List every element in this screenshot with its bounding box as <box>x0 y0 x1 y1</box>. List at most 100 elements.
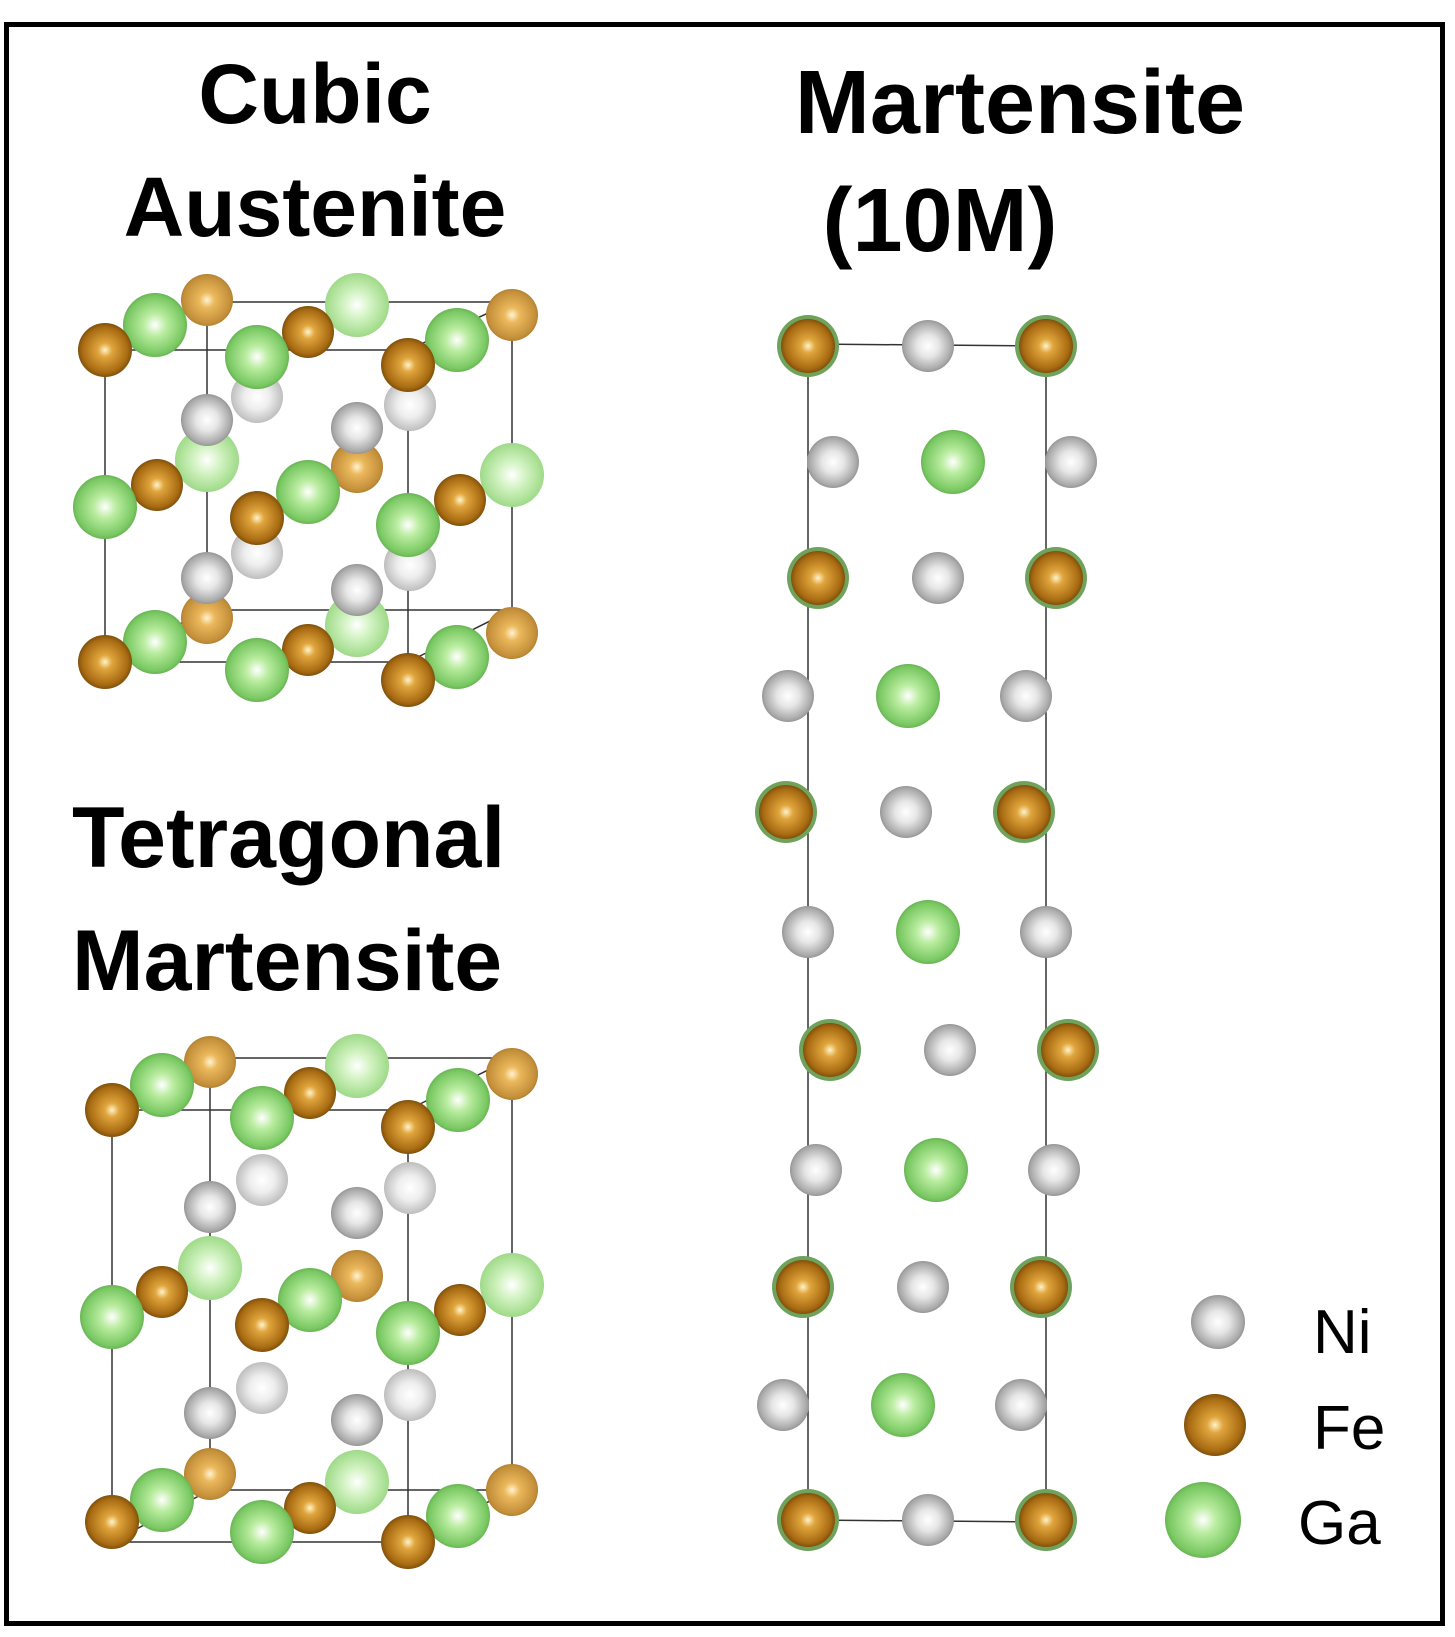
ni-atom <box>331 1394 383 1446</box>
ga-atom <box>425 308 489 372</box>
fe-atom <box>184 1036 236 1088</box>
ni-atom <box>807 436 859 488</box>
ga-atom <box>376 493 440 557</box>
ni-atom <box>331 1187 383 1239</box>
fe-atom <box>486 1464 538 1516</box>
fe-atom <box>85 1495 139 1549</box>
ga-atom <box>480 443 544 507</box>
fe-atom <box>759 785 813 839</box>
legend-markers <box>1165 1295 1246 1558</box>
fe-atom <box>331 1250 383 1302</box>
fe-atom <box>181 274 233 326</box>
ni-atom <box>1028 1144 1080 1196</box>
ni-atom <box>184 1181 236 1233</box>
ni-atom <box>995 1379 1047 1431</box>
ni-atom <box>181 394 233 446</box>
fe-atom <box>1014 1260 1068 1314</box>
ga-atom <box>230 1086 294 1150</box>
ni-atom <box>1020 906 1072 958</box>
fe-atom <box>230 491 284 545</box>
fe-atom <box>776 1260 830 1314</box>
ni-atom <box>782 906 834 958</box>
ga-atom <box>123 610 187 674</box>
legend-ga-label: Ga <box>1298 1489 1381 1558</box>
ni-atom <box>1191 1295 1245 1349</box>
fe-atom <box>136 1266 188 1318</box>
ga-atom <box>276 460 340 524</box>
ga-atom <box>225 325 289 389</box>
ni-atom <box>924 1024 976 1076</box>
ni-atom <box>762 670 814 722</box>
ga-atom <box>480 1253 544 1317</box>
fe-atom <box>434 1284 486 1336</box>
ga-atom <box>376 1301 440 1365</box>
ga-atom <box>73 475 137 539</box>
ga-atom <box>175 428 239 492</box>
fe-atom <box>85 1083 139 1137</box>
ga-atom <box>1165 1482 1241 1558</box>
ga-atom <box>426 1484 490 1548</box>
fe-atom <box>181 592 233 644</box>
ga-atom <box>230 1500 294 1564</box>
ni-atom <box>912 552 964 604</box>
ni-atom <box>236 1154 288 1206</box>
fe-atom <box>284 1482 336 1534</box>
ga-atom <box>921 430 985 494</box>
ga-atom <box>871 1373 935 1437</box>
cubic-title-line2: Austenite <box>123 160 507 254</box>
ni-atom <box>880 786 932 838</box>
legend-fe-label: Fe <box>1313 1394 1386 1463</box>
tetragonal-title-line1: Tetragonal <box>72 790 506 886</box>
fe-atom <box>781 319 835 373</box>
ga-atom <box>896 900 960 964</box>
fe-atom <box>381 338 435 392</box>
ga-atom <box>178 1236 242 1300</box>
ga-atom <box>123 293 187 357</box>
fe-atom <box>781 1493 835 1547</box>
ni-atom <box>897 1261 949 1313</box>
ni-atom <box>902 320 954 372</box>
ni-atom <box>236 1362 288 1414</box>
ni-atom <box>384 1369 436 1421</box>
ni-atom <box>902 1494 954 1546</box>
ni-atom <box>384 379 436 431</box>
fe-atom <box>1019 319 1073 373</box>
tetragonal-title-line2: Martensite <box>72 913 503 1009</box>
fe-atom <box>131 459 183 511</box>
ni-atom <box>184 1387 236 1439</box>
ga-atom <box>130 1053 194 1117</box>
ga-atom <box>325 1034 389 1098</box>
fe-atom <box>486 1048 538 1100</box>
ga-atom <box>278 1268 342 1332</box>
fe-atom <box>1019 1493 1073 1547</box>
fe-atom <box>381 1100 435 1154</box>
ni-atom <box>331 402 383 454</box>
fe-atom <box>331 441 383 493</box>
fe-atom <box>235 1298 289 1352</box>
figure-frame <box>4 22 1445 1626</box>
martensite-10m-title-line1: Martensite <box>794 53 1246 153</box>
ga-atom <box>904 1138 968 1202</box>
legend-ni-label: Ni <box>1313 1298 1372 1367</box>
fe-atom <box>1029 551 1083 605</box>
fe-atom <box>997 785 1051 839</box>
ni-atom <box>1000 670 1052 722</box>
cubic-title-line1: Cubic <box>198 47 432 141</box>
martensite-10m-title-line2: (10M) <box>822 171 1058 271</box>
fe-atom <box>791 551 845 605</box>
ga-atom <box>225 638 289 702</box>
fe-atom <box>284 1067 336 1119</box>
fe-atom <box>184 1448 236 1500</box>
ga-atom <box>426 1068 490 1132</box>
ni-atom <box>1045 436 1097 488</box>
ga-atom <box>876 664 940 728</box>
atoms-layer <box>73 273 1099 1569</box>
ni-atom <box>757 1379 809 1431</box>
ga-atom <box>425 625 489 689</box>
fe-atom <box>282 306 334 358</box>
fe-atom <box>1184 1394 1246 1456</box>
ga-atom <box>325 273 389 337</box>
ni-atom <box>331 564 383 616</box>
fe-atom <box>1041 1023 1095 1077</box>
